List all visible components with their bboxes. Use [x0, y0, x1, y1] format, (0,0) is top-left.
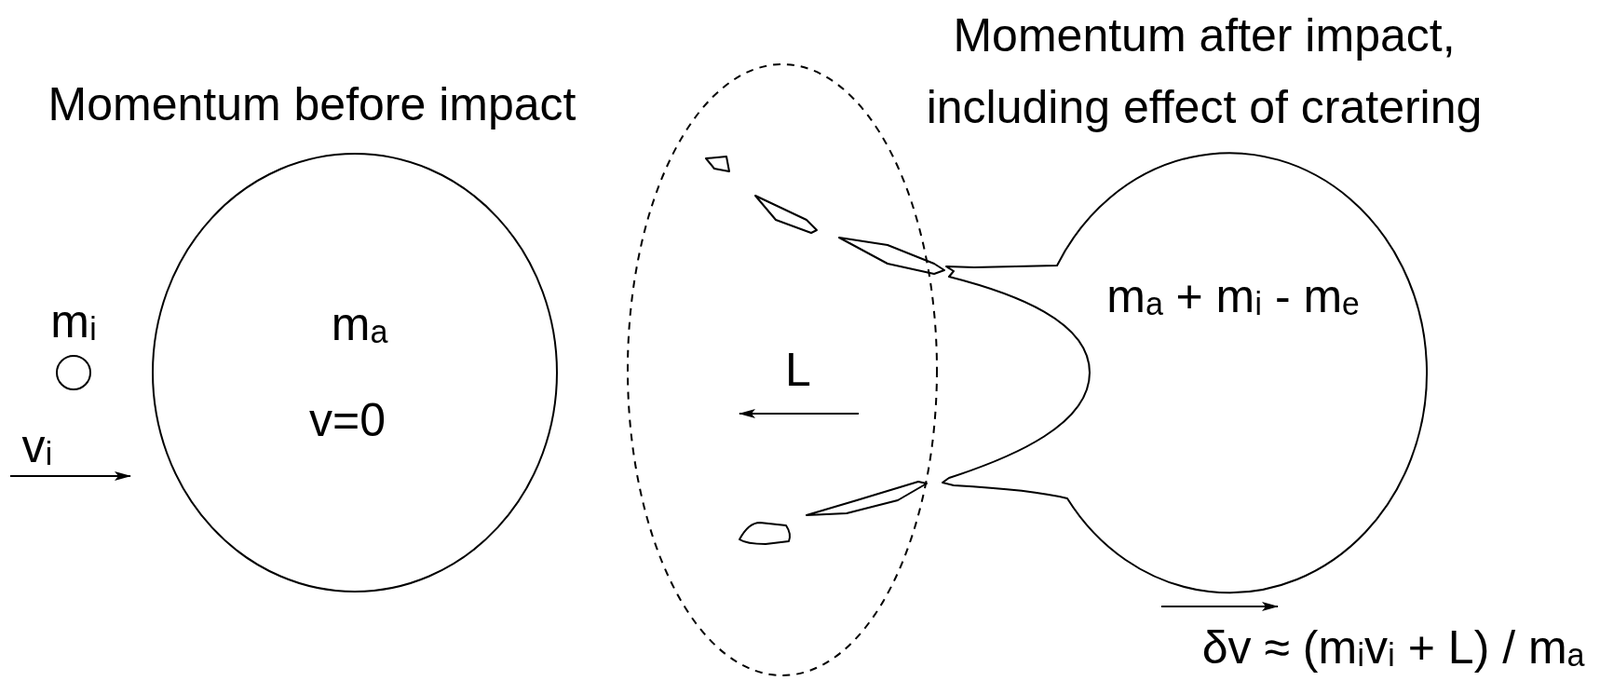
heading: Momentum before impact: [48, 76, 577, 133]
node-text: mₐ: [331, 296, 388, 353]
cratered-asteroid: mₐ + mᵢ - mₑ: [935, 149, 1430, 597]
velocity-arrow: [10, 474, 131, 477]
label-anchor: Momentum after impact, including effect …: [882, 0, 1526, 144]
text-anchor: mₐ + mᵢ - mₑ: [1106, 268, 1359, 325]
text-anchor: v=0: [309, 392, 386, 448]
outline-shape: [152, 153, 557, 592]
velocity-change-arrow: [1161, 605, 1278, 608]
ejecta-fragment: [755, 195, 817, 233]
asteroid-circle: mₐ v=0: [151, 152, 558, 593]
node-text: L: [785, 341, 812, 398]
outline-shape: [942, 152, 1427, 593]
ejecta-momentum-arrow: [739, 412, 859, 415]
ejecta-fragment: [806, 481, 927, 516]
text-anchor: mₐ: [331, 296, 388, 353]
text-anchor: L: [785, 341, 812, 398]
text-anchor: mᵢ: [50, 293, 97, 350]
label-anchor: Momentum before impact: [48, 76, 577, 133]
node-text: mᵢ: [50, 293, 97, 350]
node-text: mₐ + mᵢ - mₑ: [1106, 268, 1359, 325]
ejecta-fragment: [739, 522, 790, 544]
label-anchor: δv ≈ (mᵢvᵢ + L) / mₐ: [1202, 619, 1585, 676]
heading: Momentum after impact, including effect …: [882, 0, 1526, 144]
node-outline: [935, 149, 1430, 597]
equation-label: δv ≈ (mᵢvᵢ + L) / mₐ: [1202, 619, 1585, 676]
ejecta-fragment: [705, 156, 730, 172]
node-outline: [55, 354, 92, 391]
node-outline: [626, 63, 938, 677]
ejecta-region: L: [626, 63, 938, 677]
velocity-label: vᵢ: [22, 418, 54, 475]
outline-shape: [56, 355, 91, 390]
outline-shape: [627, 64, 937, 676]
label-anchor: vᵢ: [22, 418, 54, 475]
impactor-circle: mᵢ: [55, 354, 92, 391]
node-outline: [151, 152, 558, 593]
node-text: v=0: [309, 392, 386, 448]
ejecta-fragment: [839, 237, 945, 274]
